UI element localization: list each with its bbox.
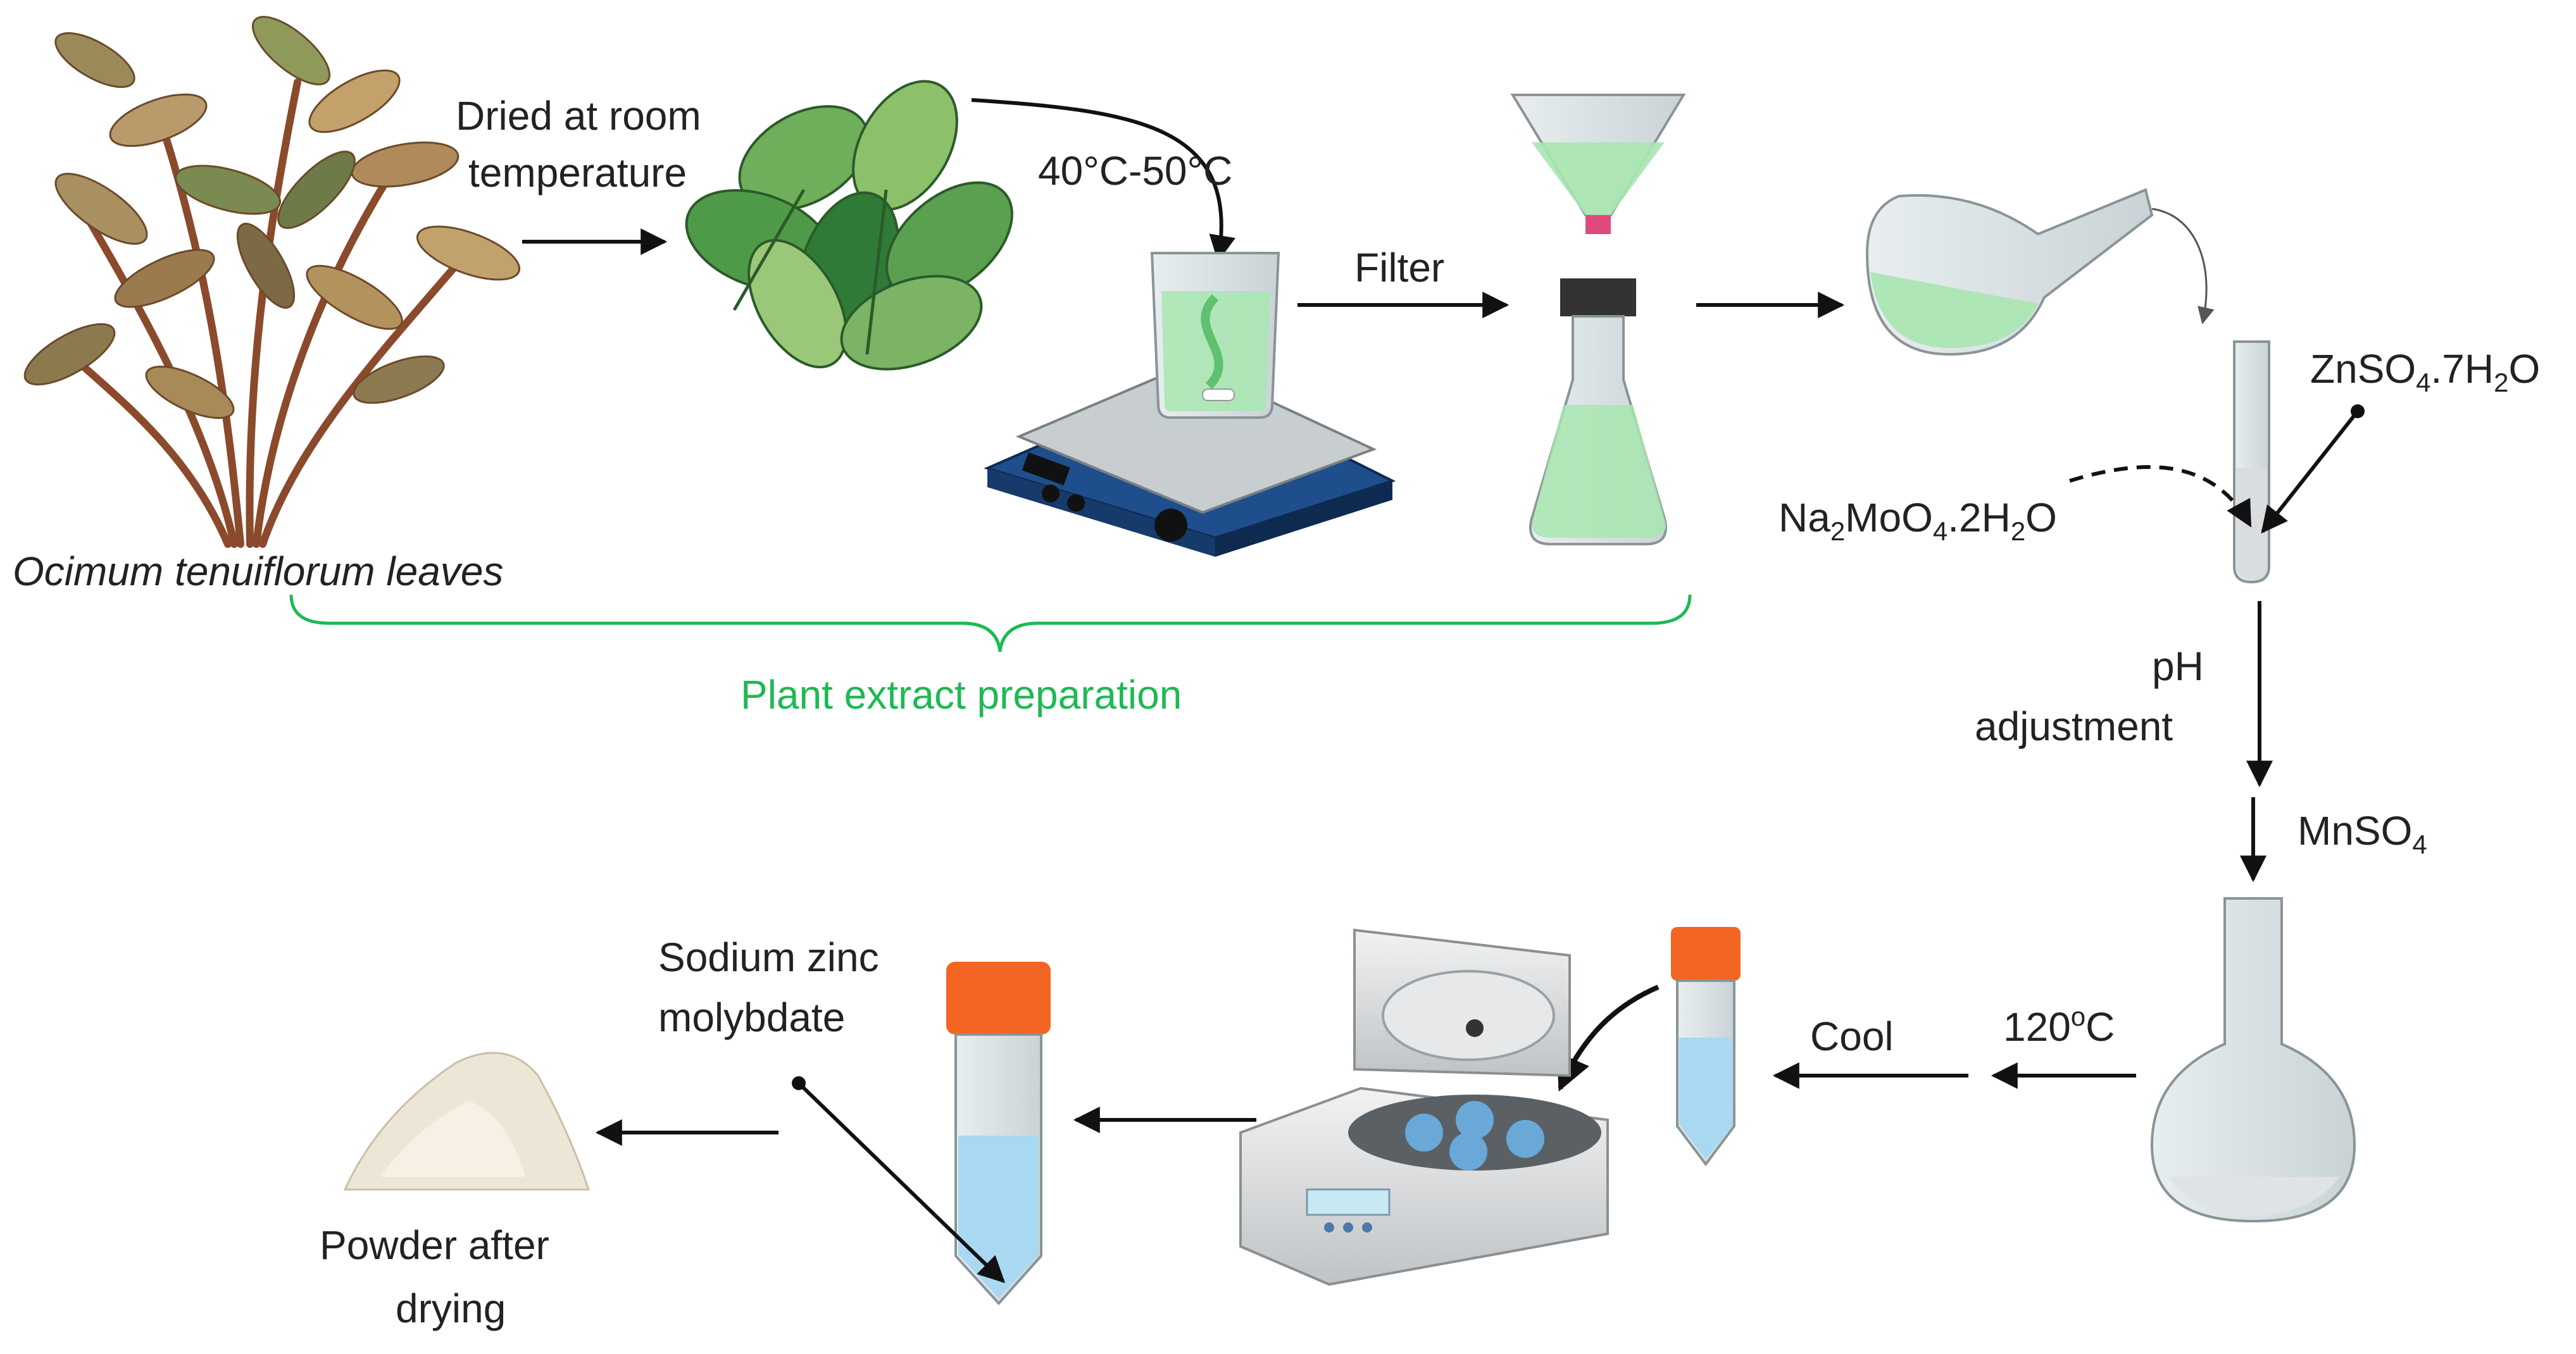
plant-extract-brace bbox=[289, 594, 1692, 652]
arrow-heat bbox=[971, 98, 1235, 263]
cool-label: Cool bbox=[1810, 1014, 1894, 1059]
centrifuge-illustration bbox=[1239, 928, 1609, 1286]
extract-flask-illustration bbox=[1865, 188, 2154, 356]
beaker-illustration bbox=[1150, 252, 1280, 419]
product-label-line2: molybdate bbox=[658, 995, 845, 1040]
hotplate-stirrer-illustration bbox=[984, 362, 1396, 557]
arrow-molybdate bbox=[2069, 465, 2252, 528]
dried-label-line2: temperature bbox=[468, 150, 687, 196]
zinc-sulfate-label: ZnSO4.7H2O bbox=[2310, 346, 2540, 397]
filter-label: Filter bbox=[1354, 245, 1444, 290]
plant-illustration bbox=[23, 16, 521, 548]
filter-flask-illustration bbox=[1510, 94, 1686, 545]
powder-pile-illustration bbox=[343, 1052, 591, 1191]
manganese-sulfate-label: MnSO4 bbox=[2298, 808, 2427, 859]
product-label-line1: Sodium zinc bbox=[658, 935, 879, 980]
large-falcon-tube-illustration bbox=[946, 962, 1051, 1305]
round-flask-illustration bbox=[2150, 897, 2356, 1223]
test-tube-illustration bbox=[2233, 340, 2270, 584]
temperature-label: 40°C-50°C bbox=[1038, 148, 1232, 194]
powder-label-line1: Powder after bbox=[320, 1222, 549, 1268]
arrow-product bbox=[797, 1081, 1006, 1283]
dried-leaves-illustration bbox=[685, 80, 1013, 371]
arrow-zinc bbox=[2261, 410, 2360, 534]
ph-label-line1: pH bbox=[2152, 643, 2204, 689]
arrow-pour bbox=[2151, 208, 2215, 325]
dried-label-line1: Dried at room bbox=[456, 93, 701, 139]
small-falcon-tube-illustration bbox=[1671, 927, 1741, 1167]
sodium-molybdate-label: Na2MoO4.2H2O bbox=[1779, 495, 2057, 546]
heat-temperature-label: 120oC bbox=[2003, 1002, 2115, 1050]
plant-label: Ocimum tenuiflorum leaves bbox=[13, 549, 503, 594]
plant-extract-label: Plant extract preparation bbox=[741, 672, 1182, 717]
powder-label-line2: drying bbox=[396, 1286, 506, 1331]
ph-label-line2: adjustment bbox=[1975, 704, 2173, 749]
arrow-load-centrifuge bbox=[1556, 984, 1660, 1092]
